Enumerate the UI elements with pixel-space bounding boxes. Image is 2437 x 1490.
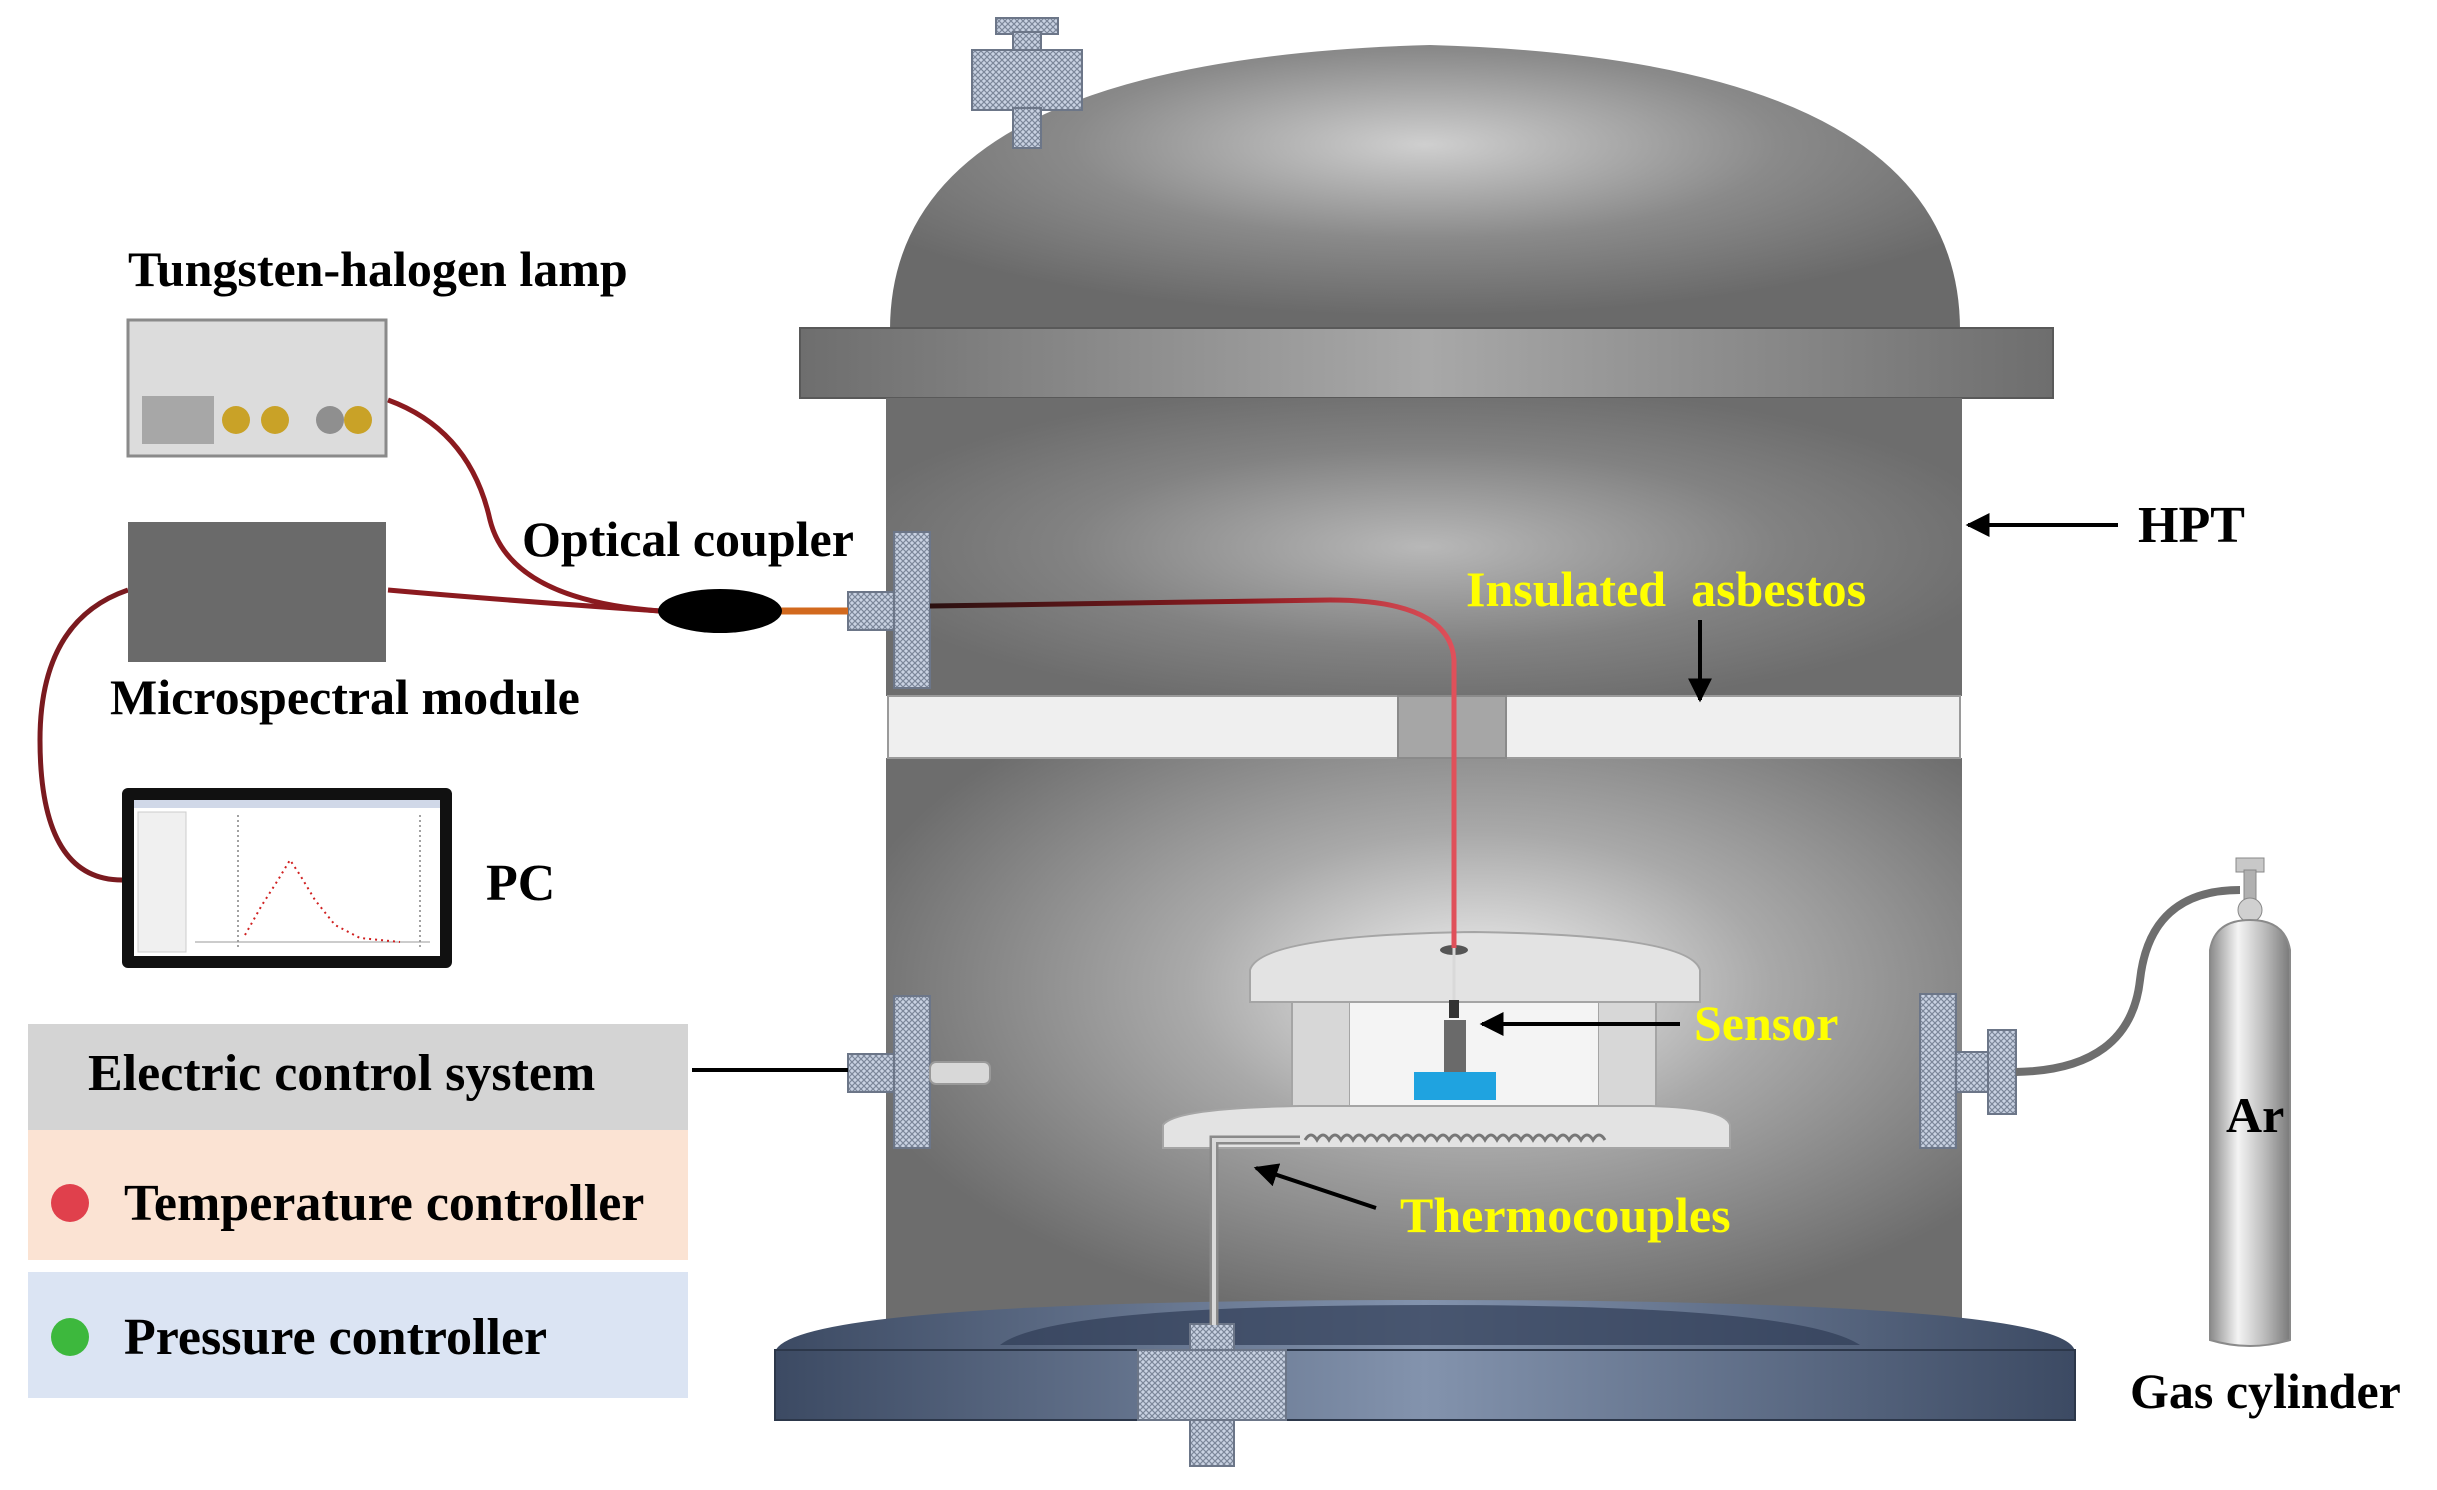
diagram-labels: Tungsten-halogen lamp Optical coupler Mi… [110,241,2401,1419]
high-pressure-tank [774,17,2076,1467]
bottom-valve [1137,1323,1287,1467]
control-title: Electric control system [88,1045,595,1102]
pressure-controller-label: Pressure controller [124,1309,547,1366]
pc-label: PC [486,855,555,912]
asbestos-label: Insulated asbestos [1466,561,1866,617]
sensor-element [1444,1020,1466,1072]
tank-base [774,1300,2076,1421]
temperature-indicator-dot [51,1184,89,1222]
sensor-chamber [1162,930,1731,1325]
lamp-label: Tungsten-halogen lamp [128,241,628,297]
thermocouples-arrow [1253,1163,1377,1210]
gas-cylinder [2209,857,2291,1347]
tungsten-halogen-lamp [126,318,388,458]
tank-flange [799,327,2054,399]
ar-label: Ar [2226,1087,2284,1143]
electric-control-system: Electric control system Temperature cont… [28,1024,688,1398]
temperature-row [28,1130,688,1260]
insulated-asbestos-plate [887,695,1961,759]
hpt-label: HPT [2138,497,2245,554]
pressure-row [28,1272,688,1398]
pressure-indicator-dot [51,1318,89,1356]
sensor-substrate [1414,1072,1496,1100]
tank-body-upper [886,398,1962,696]
top-valve [971,17,1083,149]
fiber-feedthrough-port [847,531,931,689]
pc-monitor [122,788,452,968]
coupler-label: Optical coupler [522,511,854,567]
gas-inlet-port [1919,993,2017,1149]
optical-fibers [37,397,2241,1076]
sensor-label: Sensor [1694,995,1838,1051]
module-label: Microspectral module [110,669,580,725]
optical-coupler [658,589,782,633]
thermocouples-label: Thermocouples [1400,1187,1731,1243]
annotation-arrows [1253,513,2118,1210]
control-header [28,1024,688,1130]
heating-coil [1303,1133,1607,1143]
temperature-controller-label: Temperature controller [124,1175,644,1232]
electrical-feedthrough-port [847,995,991,1149]
tank-dome [890,45,1960,330]
microspectral-module [128,522,386,662]
gas-cylinder-label: Gas cylinder [2130,1363,2401,1419]
